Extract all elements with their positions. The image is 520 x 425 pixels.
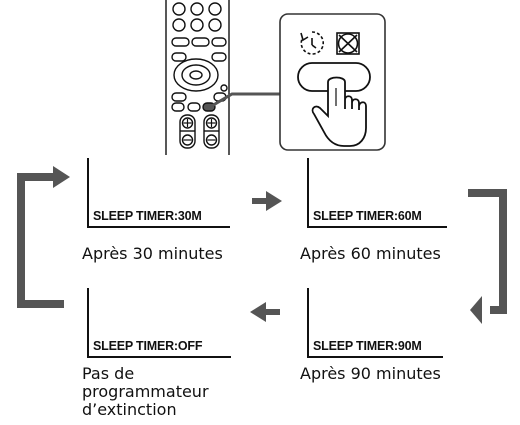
osd-underline — [87, 226, 230, 228]
caption-off-line-2: programmateur — [82, 382, 209, 401]
caption-30m: Après 30 minutes — [82, 244, 223, 263]
caption-off-line-1: Pas de — [82, 364, 135, 383]
caption-60m: Après 60 minutes — [300, 244, 441, 263]
osd-vertical-line — [87, 158, 89, 228]
cycle-arrow-icon — [17, 166, 507, 324]
osd-text-90m: SLEEP TIMER:90M — [313, 339, 422, 353]
pressing-hand-icon — [297, 62, 371, 147]
osd-underline — [307, 226, 447, 228]
osd-vertical-line — [87, 288, 89, 358]
remote-control-icon — [165, 0, 386, 155]
caption-off-line-3: d’extinction — [82, 400, 177, 419]
osd-display-off: SLEEP TIMER:OFF — [87, 288, 247, 358]
osd-text-30m: SLEEP TIMER:30M — [93, 209, 202, 223]
sleep-timer-symbol-icon — [300, 31, 324, 55]
osd-vertical-line — [307, 158, 309, 228]
mute-symbol-icon — [336, 32, 360, 55]
osd-text-60m: SLEEP TIMER:60M — [313, 209, 422, 223]
osd-display-30m: SLEEP TIMER:30M — [87, 158, 247, 228]
osd-underline — [87, 356, 231, 358]
osd-display-60m: SLEEP TIMER:60M — [307, 158, 467, 228]
osd-display-90m: SLEEP TIMER:90M — [307, 288, 467, 358]
caption-90m: Après 90 minutes — [300, 364, 441, 383]
caption-off: Pas de programmateur d’extinction — [82, 365, 209, 419]
osd-text-off: SLEEP TIMER:OFF — [93, 339, 203, 353]
osd-underline — [307, 356, 443, 358]
osd-vertical-line — [307, 288, 309, 358]
